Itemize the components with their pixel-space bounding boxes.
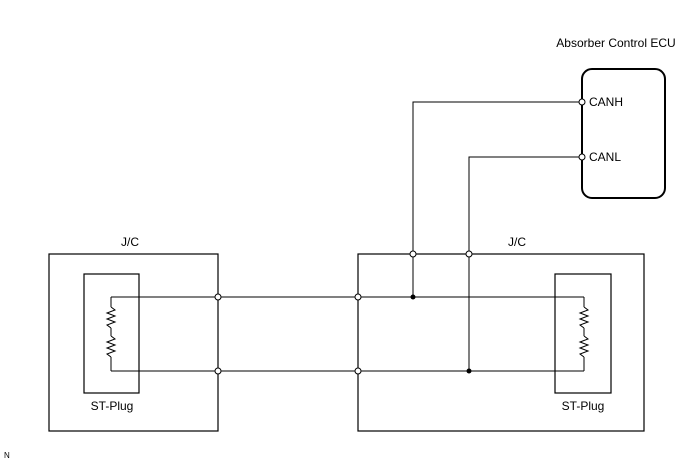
st-plug-left-box (83, 273, 140, 394)
canh-wire (412, 101, 579, 254)
jc-right-terminal-canl (465, 250, 473, 258)
jc-left-terminal-low (214, 367, 222, 375)
footer-mark: N (4, 451, 10, 460)
jc-right-box (357, 253, 645, 432)
junction-connector-right: J/C ST-Plug (354, 235, 645, 432)
st-plug-right-label: ST-Plug (562, 399, 605, 413)
st-plug-left-label: ST-Plug (91, 399, 134, 413)
jc-right-terminal-canh (409, 250, 417, 258)
absorber-control-ecu: Absorber Control ECU CANH CANL (556, 36, 676, 199)
resistor-left-lower (105, 335, 117, 358)
ecu-pin-canh-label: CANH (589, 95, 623, 109)
resistor-left-upper (105, 306, 117, 329)
junction-connector-left: J/C ST-Plug (48, 235, 222, 432)
splice-point-high (410, 294, 416, 300)
jc-left-terminal-high (214, 293, 222, 301)
jc-right-label: J/C (508, 235, 526, 249)
can-bus-wires (111, 101, 584, 372)
splice-point-low (466, 368, 472, 374)
ecu-pin-canl-terminal (578, 153, 586, 161)
resistor-right-upper (578, 306, 590, 329)
canl-wire (468, 156, 579, 254)
jc-right-terminal-high (354, 293, 362, 301)
resistor-right-lower (578, 335, 590, 358)
ecu-pin-canl-label: CANL (589, 150, 621, 164)
jc-left-box (48, 253, 219, 432)
st-plug-right-box (554, 273, 612, 394)
jc-right-terminal-low (354, 367, 362, 375)
ecu-title: Absorber Control ECU (556, 36, 675, 50)
ecu-pin-canh-terminal (578, 98, 586, 106)
ecu-box (581, 68, 666, 199)
jc-left-label: J/C (121, 235, 139, 249)
